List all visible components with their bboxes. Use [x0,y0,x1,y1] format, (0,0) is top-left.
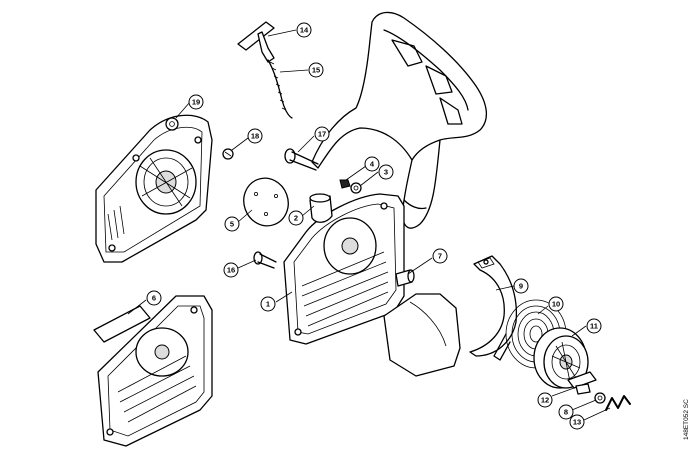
callout-12: 12 [537,392,553,408]
callout-label-3: 3 [384,168,388,177]
callout-18: 18 [247,128,263,144]
callout-leaders [127,29,611,421]
callout-label-1: 1 [266,300,270,309]
callout-label-12: 12 [541,396,549,405]
callout-1: 1 [260,296,276,312]
fan-housing-part-1 [283,193,405,345]
callout-8: 8 [558,404,574,420]
callout-label-7: 7 [438,252,442,261]
screw-part-18 [222,148,234,160]
callout-9: 9 [513,278,529,294]
guide-plate [383,293,461,377]
spring-housing-part-9 [469,255,518,357]
callout-label-15: 15 [312,66,320,75]
callout-3: 3 [378,164,394,180]
callout-label-6: 6 [152,294,156,303]
rear-handle [311,11,487,229]
callout-label-14: 14 [300,26,309,35]
rubber-buffer-part-2 [309,193,333,223]
callout-label-4: 4 [370,160,375,169]
callout-14: 14 [296,22,312,38]
callout-19: 19 [188,94,204,110]
starter-rope-part-15 [267,59,293,119]
callout-5: 5 [224,216,240,232]
screw-part-17 [284,148,319,171]
callout-13: 13 [569,414,585,430]
callout-label-19: 19 [192,98,200,107]
washer-part-3 [350,182,362,194]
callout-label-2: 2 [294,214,298,223]
rope-rotor-part-11 [533,327,589,389]
pawl-part-12 [567,371,597,395]
callout-label-18: 18 [251,132,259,141]
screw-part-16 [253,251,277,269]
nut-part-4 [339,179,351,189]
washer-part-8 [594,392,606,404]
callout-2: 2 [288,210,304,226]
callout-label-9: 9 [519,282,523,291]
starter-grip-part-14 [237,21,275,63]
callout-label-10: 10 [552,300,560,309]
starter-cover-front-lower [97,295,213,447]
callout-15: 15 [308,62,324,78]
callout-16: 16 [223,262,239,278]
starter-cover-rear-view [95,114,213,263]
reference-code: 148ET052 SC [683,399,690,440]
callout-10: 10 [548,296,564,312]
callout-label-8: 8 [564,408,568,417]
callout-6: 6 [146,290,162,306]
callout-7: 7 [432,248,448,264]
callout-label-16: 16 [227,266,235,275]
plate-part-6 [93,305,151,343]
callout-11: 11 [586,318,602,334]
spring-clip-part-13 [605,395,631,411]
cover-disk-part-5 [243,177,289,227]
callout-label-5: 5 [230,220,234,229]
callout-label-17: 17 [318,130,326,139]
callout-4: 4 [364,156,380,172]
callout-17: 17 [314,126,330,142]
callout-label-11: 11 [590,322,598,331]
nut-part-19 [165,117,179,131]
callout-label-13: 13 [573,418,581,427]
